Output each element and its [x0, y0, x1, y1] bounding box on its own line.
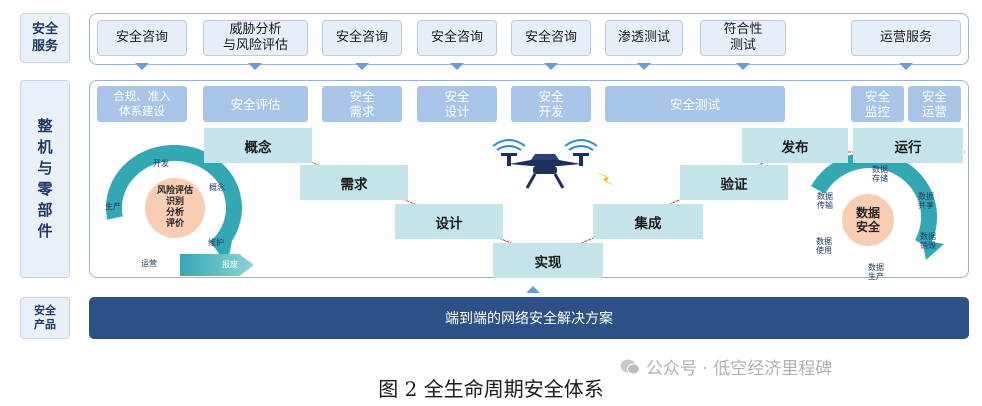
figure-caption: 图 2 全生命周期安全体系: [378, 377, 604, 401]
side-label-text: 服务: [31, 39, 58, 54]
cycle-label-data-destruction: 数据 销毁: [920, 232, 936, 250]
wechat-icon: [620, 359, 640, 374]
cycle-label-production: 生产: [105, 202, 121, 211]
side-label-text: 与: [37, 159, 53, 177]
side-label-text: 整: [37, 117, 53, 135]
arrow-down-icon: [544, 63, 558, 70]
service-consulting: 安全咨询: [417, 20, 497, 56]
v-step-release: 发布: [742, 128, 848, 163]
arrow-down-icon: [355, 63, 369, 70]
service-consulting: 安全咨询: [322, 20, 402, 56]
cycle-label-maintenance: 维护: [208, 238, 224, 247]
stage-security-monitoring: 安全 监控: [851, 86, 904, 122]
cycle-label-data-usage: 数据 使用: [816, 237, 832, 255]
cycle-label-data-sharing: 数据 共享: [918, 192, 934, 210]
side-label-security-product: 安全 产品: [20, 297, 70, 339]
left-cycle-ring: [105, 144, 242, 266]
arrow-down-icon: [736, 63, 750, 70]
arrow-down-icon: [450, 63, 464, 70]
stage-security-design: 安全 设计: [417, 86, 497, 122]
cycle-label-development: 开发: [153, 159, 169, 168]
product-bar: 端到端的网络安全解决方案: [89, 297, 969, 339]
v-step-requirements: 需求: [300, 165, 408, 200]
cycle-label-operations: 运营: [141, 259, 157, 268]
v-step-integration: 集成: [593, 204, 703, 239]
service-consulting: 安全咨询: [97, 20, 187, 56]
right-cycle-ring: [811, 152, 944, 260]
arrow-up-icon: [526, 286, 540, 293]
left-cycle-core: 风险评估 识别 分析 评价: [156, 186, 193, 229]
cycle-label-data-storage: 数据 存储: [872, 165, 888, 183]
service-compliance-testing: 符合性 测试: [700, 20, 786, 56]
stage-security-assessment: 安全评估: [203, 86, 308, 122]
v-step-implementation: 实现: [493, 243, 603, 278]
stage-compliance: 合规、准入 体系建设: [97, 86, 187, 122]
v-step-operation: 运行: [853, 128, 963, 163]
v-step-design: 设计: [395, 204, 503, 239]
side-label-text: 安全: [31, 22, 58, 37]
cycle-label-data-production: 数据 生产: [868, 263, 884, 281]
drone-icon: [492, 139, 598, 189]
service-threat-analysis: 威胁分析 与风险评估: [203, 20, 308, 56]
side-label-security-service: 安全 服务: [20, 13, 70, 63]
stage-security-development: 安全 开发: [511, 86, 591, 122]
arrow-down-icon: [135, 63, 149, 70]
watermark: 公众号 · 低空经济里程碑: [620, 354, 832, 379]
side-label-text: 零: [37, 180, 53, 198]
service-operations: 运营服务: [851, 20, 961, 56]
arrow-down-icon: [899, 63, 913, 70]
v-step-concept: 概念: [204, 128, 312, 163]
side-label-text: 产品: [34, 318, 56, 331]
side-label-text: 机: [37, 138, 53, 156]
cycle-label-scrap: 报废: [222, 260, 238, 269]
side-label-whole-machine: 整 机 与 零 部 件: [20, 80, 70, 278]
right-cycle-core: 数据 安全: [855, 206, 880, 234]
side-label-text: 部: [37, 201, 53, 219]
service-consulting: 安全咨询: [511, 20, 591, 56]
stage-security-requirements: 安全 需求: [322, 86, 402, 122]
side-label-text: 件: [37, 222, 53, 240]
arrow-down-icon: [637, 63, 651, 70]
service-penetration-testing: 渗透测试: [605, 20, 683, 56]
side-label-text: 安全: [34, 304, 56, 317]
watermark-text: 公众号 · 低空经济里程碑: [646, 359, 833, 379]
stage-security-operations: 安全 运营: [908, 86, 961, 122]
v-right-line: [547, 144, 805, 259]
v-step-verification: 验证: [680, 165, 788, 200]
cycle-label-concept: 概念: [209, 183, 225, 192]
arrow-down-icon: [248, 63, 262, 70]
cycle-label-data-transfer: 数据 传输: [817, 192, 833, 210]
scrap-arrow: [180, 254, 254, 276]
stage-security-testing: 安全测试: [605, 86, 785, 122]
lightning-icon: [595, 172, 617, 186]
